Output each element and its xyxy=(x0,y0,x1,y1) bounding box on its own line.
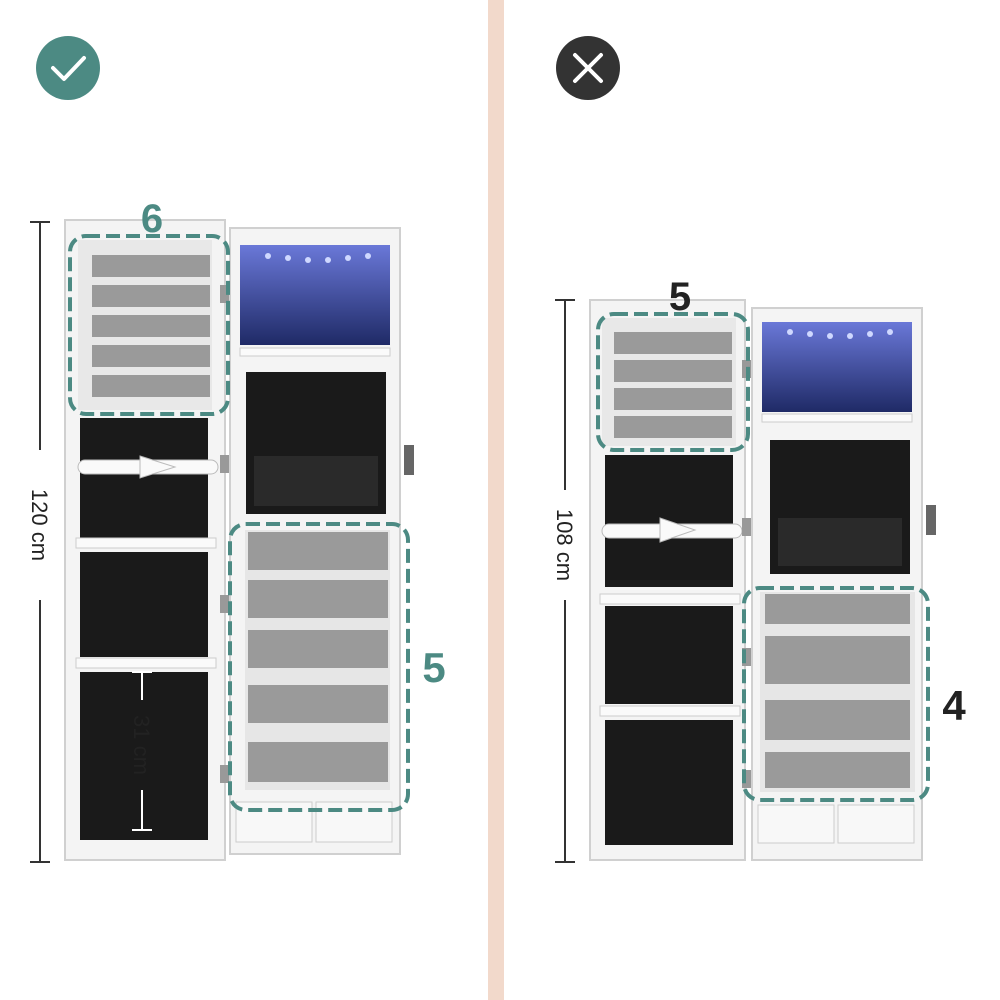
led-lights xyxy=(265,253,371,263)
spacing-label: 31 cm xyxy=(129,715,154,775)
height-dimension xyxy=(555,299,575,863)
bottom-shelf-count: 4 xyxy=(942,682,966,729)
storage-shelves xyxy=(245,530,390,790)
top-panels-highlight xyxy=(596,312,750,452)
check-icon xyxy=(36,36,100,100)
hinge xyxy=(220,285,230,303)
hinge xyxy=(220,455,230,473)
bottom-shelves-highlight xyxy=(742,586,930,802)
close-icon xyxy=(556,36,620,100)
led-compartment xyxy=(240,245,390,345)
height-label: 108 cm xyxy=(552,509,577,581)
top-panel-count: 5 xyxy=(669,275,691,319)
storage-shelves xyxy=(760,592,915,792)
cabinet-door-right xyxy=(589,299,746,861)
cabinet-door-left xyxy=(64,219,226,861)
top-panels-highlight xyxy=(68,234,230,416)
led-lights xyxy=(787,329,893,339)
top-panel-count: 6 xyxy=(141,197,163,241)
hinge xyxy=(742,648,752,666)
hinge xyxy=(220,595,230,613)
cabinet-body-right xyxy=(751,307,936,861)
hinge xyxy=(220,765,230,783)
spacing-dimension xyxy=(132,671,152,831)
hinge xyxy=(742,770,752,788)
height-dimension xyxy=(30,221,50,863)
lock-icon xyxy=(926,505,936,535)
center-divider xyxy=(488,0,504,1000)
bottom-shelves-highlight xyxy=(228,522,410,812)
cabinet-body-left xyxy=(229,227,414,855)
height-label: 120 cm xyxy=(27,489,52,561)
lock-icon xyxy=(404,445,414,475)
hinge xyxy=(742,518,752,536)
bottom-shelf-count: 5 xyxy=(422,644,445,691)
drawers xyxy=(757,804,915,844)
led-compartment xyxy=(762,322,912,412)
earring-panels xyxy=(78,240,212,410)
earring-panels xyxy=(602,318,736,446)
